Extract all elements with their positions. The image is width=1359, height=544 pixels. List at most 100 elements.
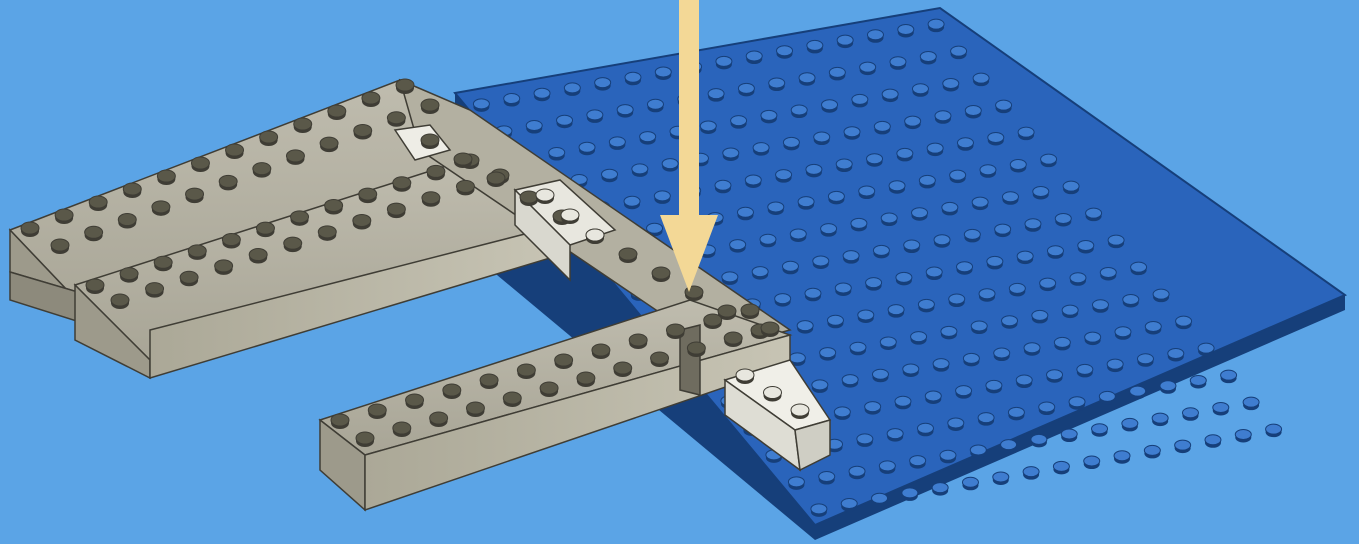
baseplate-stud	[1023, 467, 1039, 477]
baseplate-stud	[986, 380, 1002, 390]
baseplate-stud	[1176, 316, 1192, 326]
baseplate-stud	[972, 197, 988, 207]
brick-stud	[325, 199, 343, 211]
brick-stud	[146, 283, 164, 295]
baseplate-stud	[1084, 456, 1100, 466]
baseplate-stud	[647, 223, 663, 233]
baseplate-stud	[1175, 440, 1191, 450]
brick-stud	[359, 188, 377, 200]
brick-stud	[188, 245, 206, 257]
baseplate-stud	[609, 137, 625, 147]
brick-stud	[561, 209, 579, 221]
baseplate-stud	[1062, 305, 1078, 315]
brick-stud	[393, 177, 411, 189]
baseplate-stud	[1010, 159, 1026, 169]
baseplate-stud	[978, 413, 994, 423]
baseplate-stud	[873, 245, 889, 255]
baseplate-stud	[851, 218, 867, 228]
baseplate-stud	[964, 229, 980, 239]
brick-stud	[362, 92, 380, 104]
baseplate-stud	[617, 105, 633, 115]
brick-stud	[86, 279, 104, 291]
baseplate-stud	[912, 84, 928, 94]
brick-stud	[256, 222, 274, 234]
baseplate-stud	[805, 288, 821, 298]
brick-stud	[406, 394, 424, 406]
baseplate-stud	[828, 191, 844, 201]
baseplate-stud	[1031, 434, 1047, 444]
baseplate-stud	[852, 94, 868, 104]
baseplate-stud	[850, 342, 866, 352]
baseplate-stud	[865, 402, 881, 412]
baseplate-stud	[624, 196, 640, 206]
baseplate-stud	[844, 127, 860, 137]
baseplate-stud	[799, 73, 815, 83]
baseplate-stud	[1114, 451, 1130, 461]
brick-stud	[454, 153, 472, 165]
brick-stud	[422, 192, 440, 204]
baseplate-stud	[814, 132, 830, 142]
baseplate-stud	[662, 159, 678, 169]
baseplate-stud	[881, 213, 897, 223]
baseplate-stud	[874, 121, 890, 131]
baseplate-stud	[1115, 327, 1131, 337]
baseplate-stud	[933, 359, 949, 369]
baseplate-stud	[896, 272, 912, 282]
baseplate-stud	[504, 94, 520, 104]
brick-stud	[666, 324, 684, 336]
baseplate-stud	[895, 396, 911, 406]
baseplate-stud	[769, 78, 785, 88]
baseplate-stud	[1025, 219, 1041, 229]
baseplate-stud	[928, 19, 944, 29]
baseplate-stud	[1130, 386, 1146, 396]
baseplate-stud	[1053, 461, 1069, 471]
brick-stud	[555, 354, 573, 366]
baseplate-stud	[897, 148, 913, 158]
baseplate-stud	[942, 202, 958, 212]
brick-stud	[260, 131, 278, 143]
brick-stud	[791, 404, 809, 416]
brick-stud	[222, 234, 240, 246]
baseplate-stud	[752, 267, 768, 277]
brick-stud	[577, 372, 595, 384]
baseplate-stud	[836, 159, 852, 169]
baseplate-stud	[716, 56, 732, 66]
baseplate-stud	[932, 483, 948, 493]
baseplate-stud	[760, 234, 776, 244]
baseplate-stud	[1092, 300, 1108, 310]
baseplate-stud	[1018, 127, 1034, 137]
brick-stud	[480, 374, 498, 386]
brick-stud	[356, 432, 374, 444]
brick-stud	[85, 226, 103, 238]
baseplate-stud	[994, 348, 1010, 358]
baseplate-stud	[640, 132, 656, 142]
brick-stud	[21, 222, 39, 234]
baseplate-stud	[1092, 424, 1108, 434]
baseplate-stud	[564, 83, 580, 93]
baseplate-stud	[920, 51, 936, 61]
baseplate-stud	[534, 88, 550, 98]
brick-stud	[152, 201, 170, 213]
brick-stud	[427, 165, 445, 177]
brick-stud	[353, 214, 371, 226]
baseplate-stud	[973, 73, 989, 83]
baseplate-stud	[888, 305, 904, 315]
brick-stud	[123, 183, 141, 195]
baseplate-stud	[812, 380, 828, 390]
baseplate-stud	[965, 105, 981, 115]
baseplate-stud	[595, 78, 611, 88]
baseplate-stud	[1039, 402, 1055, 412]
brick-stud	[487, 172, 505, 184]
brick-stud	[704, 314, 722, 326]
brick-stud	[55, 209, 73, 221]
baseplate-stud	[722, 272, 738, 282]
baseplate-stud	[819, 472, 835, 482]
baseplate-stud	[775, 294, 791, 304]
baseplate-stud	[730, 240, 746, 250]
brick-stud	[157, 170, 175, 182]
brick-stud	[592, 344, 610, 356]
brick-stud	[331, 414, 349, 426]
baseplate-stud	[963, 353, 979, 363]
baseplate-stud	[1243, 397, 1259, 407]
